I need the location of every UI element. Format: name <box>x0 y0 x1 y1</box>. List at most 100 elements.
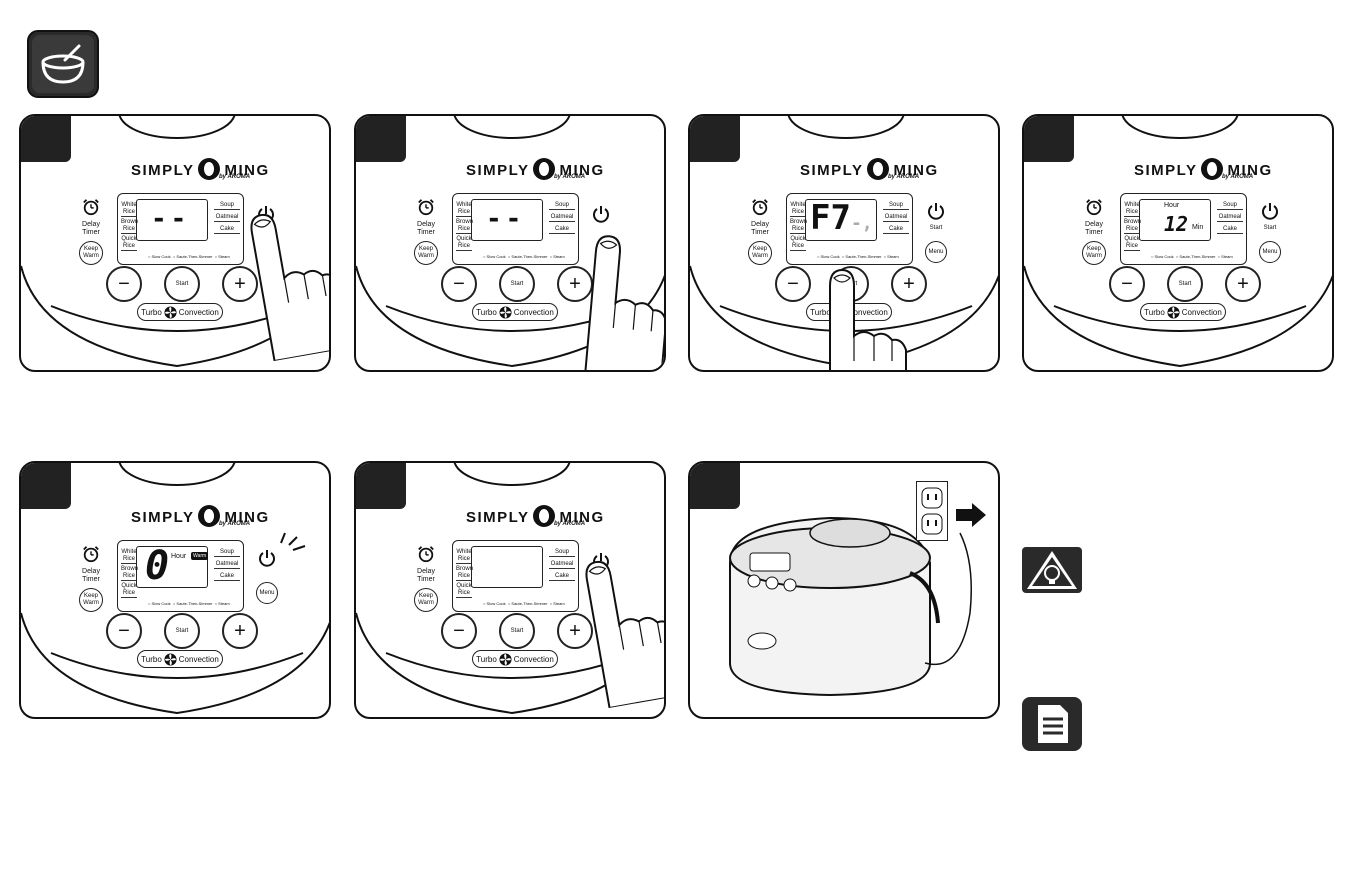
delay-timer-label[interactable]: Delay Timer <box>417 568 435 583</box>
start-button[interactable]: Start <box>164 266 200 302</box>
lcd-bottom-menu: ○ Slow Cook ○ Saute-Then-Simmer ○ Steam <box>1151 254 1233 259</box>
plus-button[interactable]: + <box>891 266 927 302</box>
lcd-right-menu: Soup Oatmeal Cake <box>549 202 575 234</box>
alarm-clock-icon <box>1086 199 1102 216</box>
lcd-left-menu: White Rice Brown Rice Quick Rice <box>790 202 808 251</box>
delay-timer-label[interactable]: Delay Timer <box>751 221 769 236</box>
lcd-left-menu: White Rice Brown Rice Quick Rice <box>456 202 474 251</box>
minus-button[interactable]: − <box>1109 266 1145 302</box>
control-panel-display: White Rice Brown Rice Quick Rice -- Soup… <box>452 193 579 265</box>
keep-warm-button[interactable]: Keep Warm <box>79 241 103 265</box>
brand-sub: by AROMA <box>219 174 251 180</box>
delay-timer-label[interactable]: Delay Timer <box>1085 221 1103 236</box>
turbo-convection-button[interactable]: Turbo Convection <box>137 303 223 321</box>
control-panel-display: White Rice Brown Rice Quick Rice F7-, So… <box>786 193 913 265</box>
lcd-screen: 0 Hour Warm <box>136 543 209 589</box>
plus-button[interactable]: + <box>557 266 593 302</box>
minus-button[interactable]: − <box>441 266 477 302</box>
cooker-body-outline <box>1024 116 1332 368</box>
fan-icon <box>499 652 512 666</box>
plus-button[interactable]: + <box>222 613 258 649</box>
note-document-icon <box>1022 697 1082 751</box>
start-button[interactable]: Start <box>499 613 535 649</box>
pressing-hand-icon <box>250 213 329 363</box>
plus-button[interactable]: + <box>222 266 258 302</box>
lcd-screen: -- <box>471 199 543 241</box>
left-controls: Delay Timer Keep Warm <box>1079 198 1109 265</box>
lcd-screen: -- <box>136 199 208 241</box>
step-number-tab <box>21 116 71 162</box>
delay-timer-label[interactable]: Delay Timer <box>82 221 100 236</box>
minus-button[interactable]: − <box>106 613 142 649</box>
plus-button[interactable]: + <box>557 613 593 649</box>
lcd-digits: 0 <box>145 543 170 589</box>
lcd-digits: F7-, <box>810 198 873 238</box>
power-icon[interactable] <box>926 201 946 221</box>
pressing-hand-icon <box>583 235 664 370</box>
turbo-convection-button[interactable]: Turbo Convection <box>1140 303 1226 321</box>
fan-icon <box>499 305 512 319</box>
start-label: Start <box>1263 225 1277 231</box>
control-panel-display: White Rice Brown Rice Quick Rice 0 Hour … <box>117 540 244 612</box>
lcd-right-menu: Soup Oatmeal Cake <box>214 202 240 234</box>
step-number-tab <box>690 116 740 162</box>
lcd-bottom-menu: ○ Slow Cook ○ Saute-Then-Simmer ○ Steam <box>148 601 230 606</box>
lcd-left-menu: White Rice Brown Rice Quick Rice <box>1124 202 1142 251</box>
wall-outlet <box>916 481 948 541</box>
power-icon[interactable] <box>257 548 277 568</box>
left-controls: Delay Timer Keep Warm <box>76 545 106 612</box>
turbo-convection-button[interactable]: Turbo Convection <box>472 650 558 668</box>
keep-warm-button[interactable]: Keep Warm <box>414 588 438 612</box>
menu-button[interactable]: Menu <box>1259 241 1281 263</box>
lcd-right-menu: Soup Oatmeal Cake <box>1217 202 1243 234</box>
step-number-tab <box>21 463 71 509</box>
control-panel-display: White Rice Brown Rice Quick Rice Soup Oa… <box>452 540 579 612</box>
turbo-convection-button[interactable]: Turbo Convection <box>137 650 223 668</box>
delay-timer-label[interactable]: Delay Timer <box>417 221 435 236</box>
menu-button[interactable]: Menu <box>925 241 947 263</box>
arrow-right-icon <box>956 503 986 527</box>
turbo-convection-button[interactable]: Turbo Convection <box>472 303 558 321</box>
main-button-row: − Start + <box>441 266 593 302</box>
pressing-hand-icon <box>829 268 907 370</box>
keep-warm-button[interactable]: Keep Warm <box>414 241 438 265</box>
minus-button[interactable]: − <box>106 266 142 302</box>
minus-button[interactable]: − <box>775 266 811 302</box>
power-icon[interactable] <box>1260 201 1280 221</box>
plus-button[interactable]: + <box>1225 266 1261 302</box>
delay-timer-label[interactable]: Delay Timer <box>82 568 100 583</box>
brand-sub: by AROMA <box>1222 174 1254 180</box>
lcd-hour-label: Hour <box>1164 202 1180 209</box>
main-button-row: − Start + <box>1109 266 1261 302</box>
start-button[interactable]: Start <box>164 613 200 649</box>
menu-button[interactable]: Menu <box>256 582 278 604</box>
lcd-warm-badge: Warm <box>191 552 209 560</box>
keep-warm-button[interactable]: Keep Warm <box>1082 241 1106 265</box>
power-icon[interactable] <box>591 204 611 224</box>
start-button[interactable]: Start <box>499 266 535 302</box>
lcd-screen: F7-, <box>805 198 877 241</box>
cooker-body-outline <box>21 463 329 715</box>
left-controls: Delay Timer Keep Warm <box>411 545 441 612</box>
control-panel-display: White Rice Brown Rice Quick Rice -- Soup… <box>117 193 244 265</box>
step-panel <box>688 461 1000 719</box>
brand-sub: by AROMA <box>554 174 586 180</box>
lightbulb-tip-icon <box>1022 547 1082 593</box>
lcd-right-menu: Soup Oatmeal Cake <box>549 549 575 581</box>
right-controls <box>591 204 611 228</box>
alarm-clock-icon <box>83 199 99 216</box>
minus-button[interactable]: − <box>441 613 477 649</box>
keep-warm-button[interactable]: Keep Warm <box>79 588 103 612</box>
alarm-clock-icon <box>752 199 768 216</box>
main-button-row: − Start + <box>106 613 258 649</box>
keep-warm-button[interactable]: Keep Warm <box>748 241 772 265</box>
left-controls: Delay Timer Keep Warm <box>745 198 775 265</box>
start-button[interactable]: Start <box>1167 266 1203 302</box>
